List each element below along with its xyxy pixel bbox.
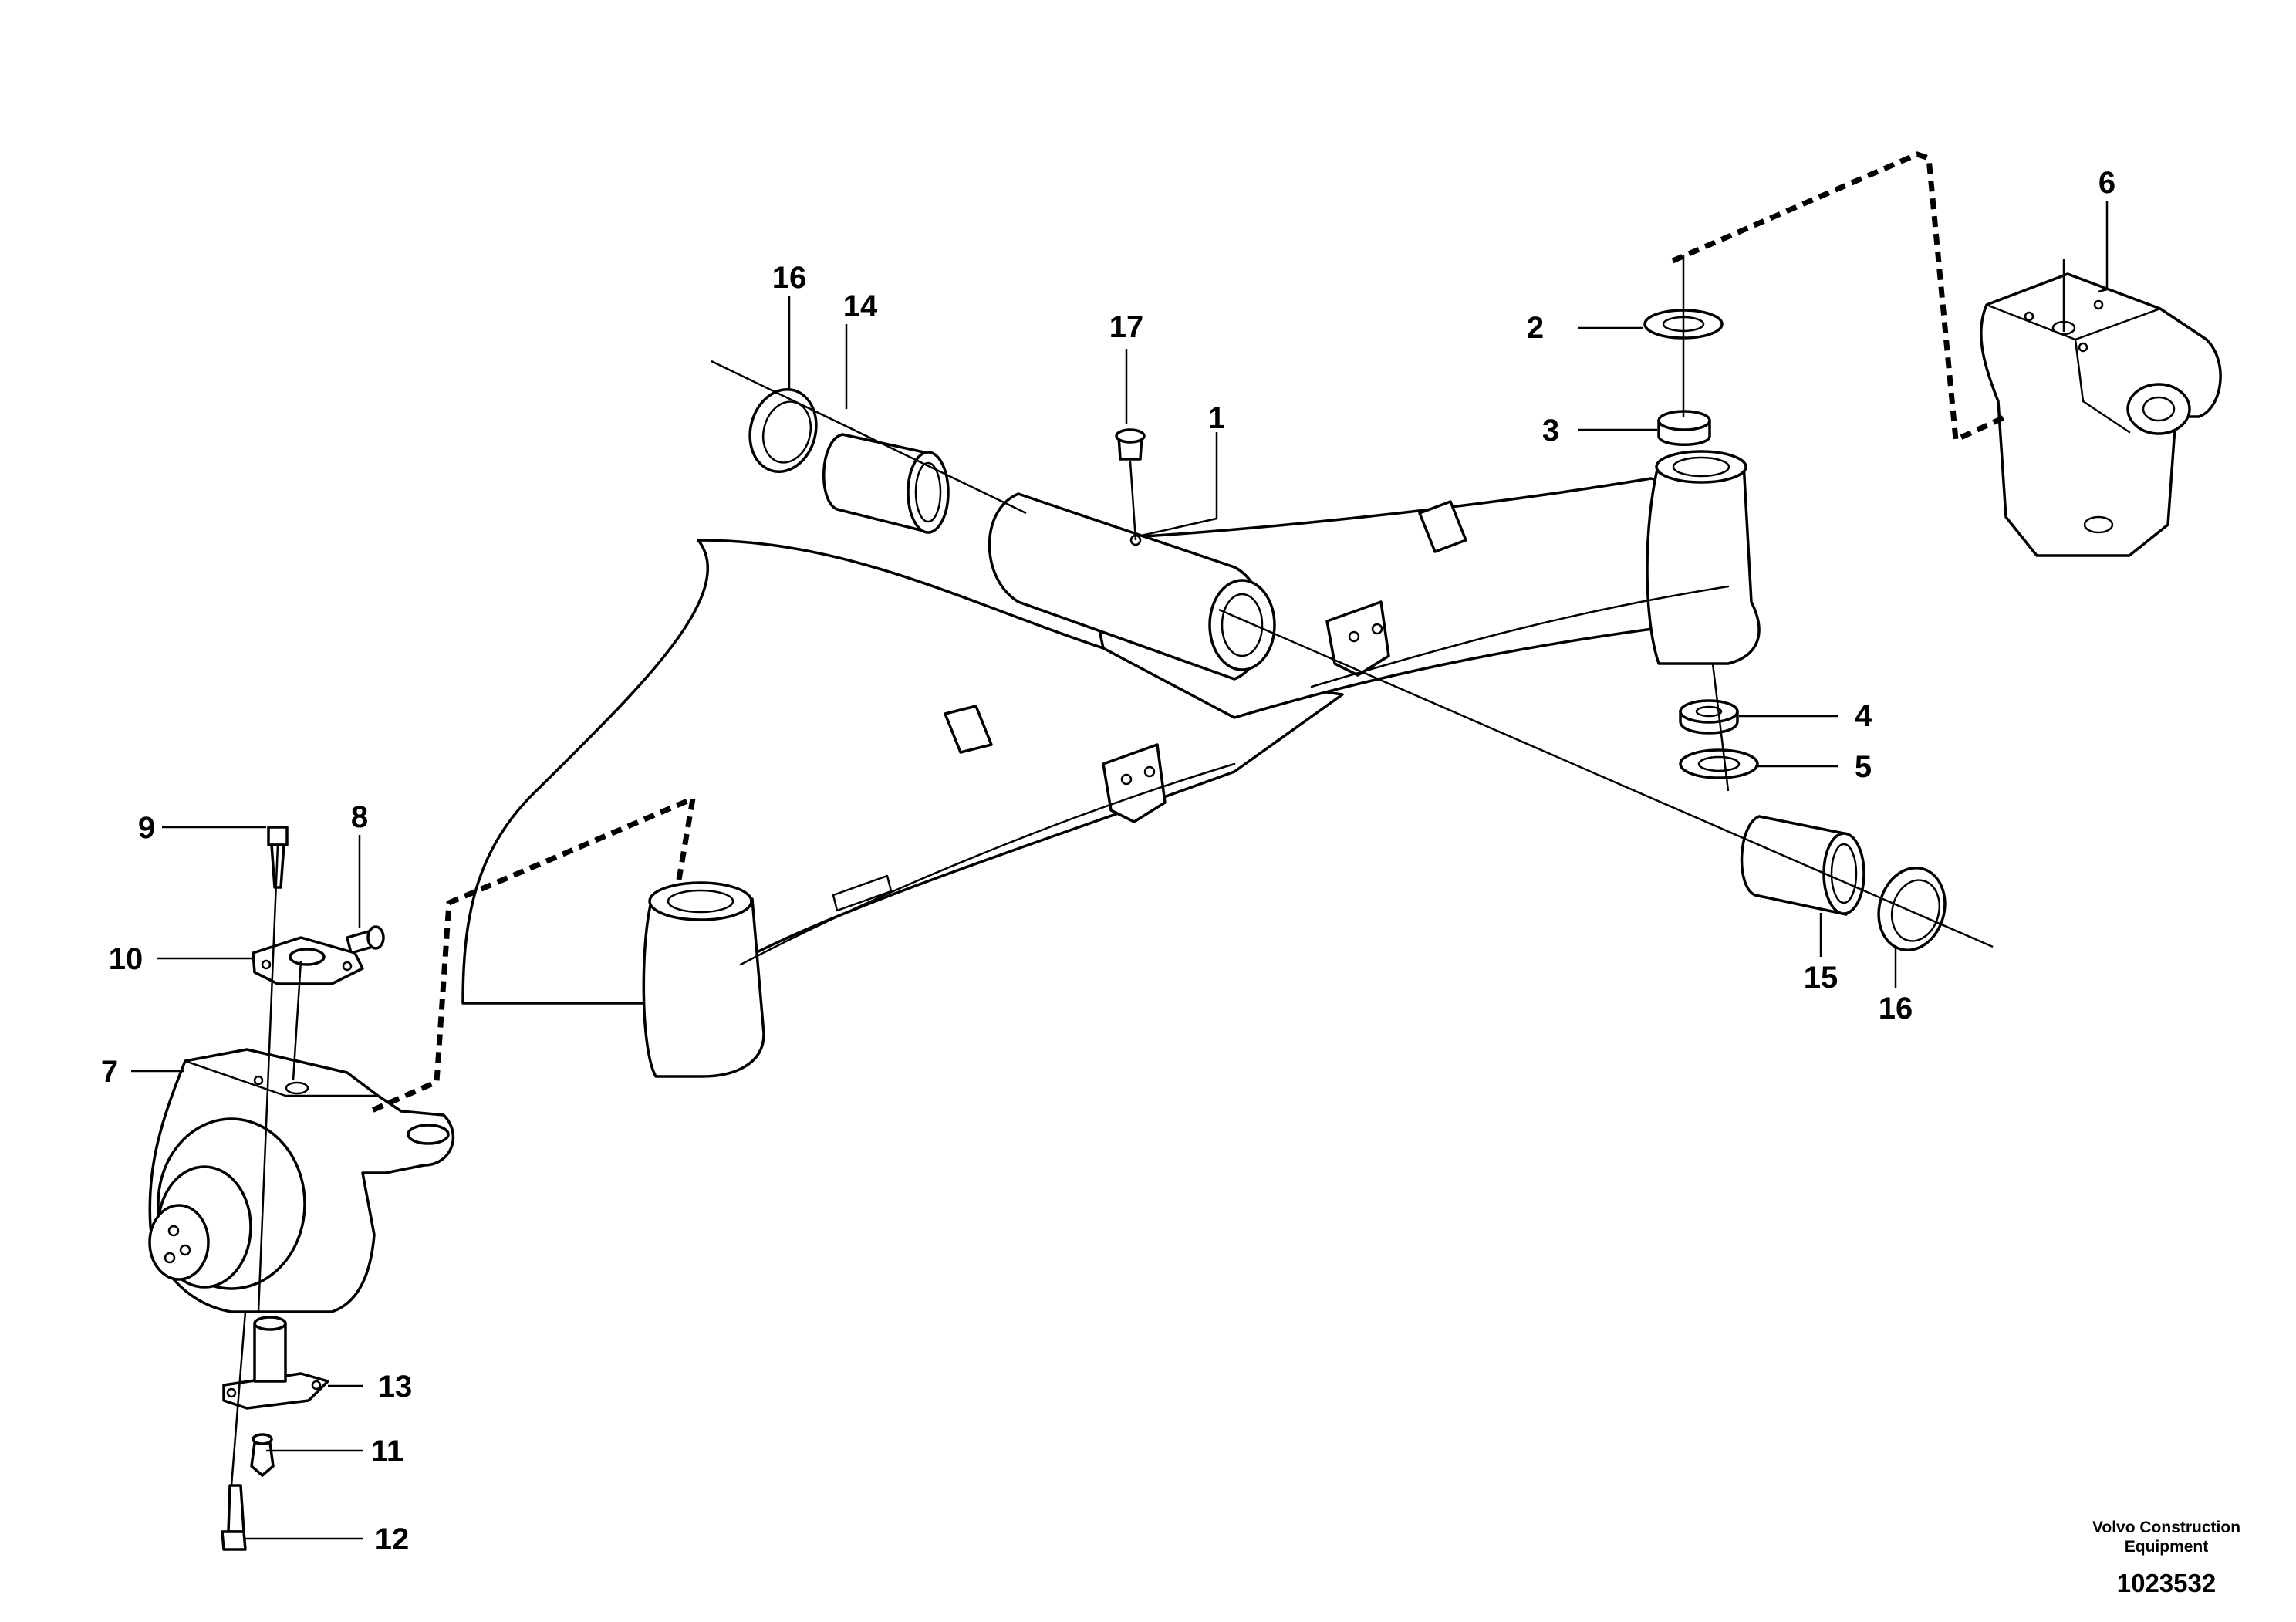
callout-17: 17: [1109, 310, 1144, 344]
callout-8: 8: [351, 800, 368, 834]
callout-4: 4: [1855, 699, 1872, 733]
footer: Volvo Construction Equipment 1023532: [2092, 1519, 2240, 1597]
callout-3: 3: [1542, 414, 1559, 448]
bearing-lower: [1679, 699, 1739, 735]
brand-line-2: Equipment: [2125, 1538, 2209, 1556]
callout-12: 12: [375, 1522, 410, 1556]
callout-13: 13: [378, 1370, 413, 1404]
kingpin-cover-upper: [252, 936, 364, 985]
seal-ring-left: [748, 387, 818, 474]
leader-lines: [131, 201, 2109, 1540]
callout-9: 9: [138, 811, 155, 845]
seal-ring-right: [1877, 866, 1947, 952]
bolt-lower: [221, 1484, 247, 1551]
callout-16-left: 16: [772, 261, 807, 295]
thrust-washer-lower: [1679, 748, 1759, 779]
callout-1: 1: [1208, 401, 1225, 435]
callout-5: 5: [1855, 750, 1872, 784]
callout-16-right: 16: [1879, 992, 1913, 1026]
assembly-lines: [230, 255, 2065, 1486]
grease-plug: [1115, 428, 1146, 461]
grease-nipple-lower: [250, 1433, 275, 1477]
callout-10: 10: [109, 942, 144, 976]
steering-knuckle-left: [148, 1048, 455, 1313]
bushing-right: [1740, 815, 1866, 916]
callout-2: 2: [1527, 311, 1544, 345]
axle-beam: [461, 450, 1761, 1078]
bushing-left: [822, 433, 950, 534]
callout-15: 15: [1804, 961, 1838, 995]
dashed-assembly-lines: [369, 151, 2007, 1114]
callout-7: 7: [101, 1055, 118, 1089]
callout-14: 14: [843, 289, 878, 323]
brand-line-1: Volvo Construction: [2092, 1519, 2240, 1536]
callout-6: 6: [2098, 166, 2115, 200]
steering-knuckle-right: [1980, 272, 2222, 557]
callout-11: 11: [371, 1434, 403, 1468]
grease-nipple-upper: [346, 925, 385, 955]
callout-labels: 1 2 3 4 5 6 7 8 9 10 11 12 13 14 15 16 1…: [101, 166, 2115, 1556]
kingpin-cover-lower: [222, 1316, 329, 1410]
document-number: 1023532: [2117, 1569, 2216, 1597]
